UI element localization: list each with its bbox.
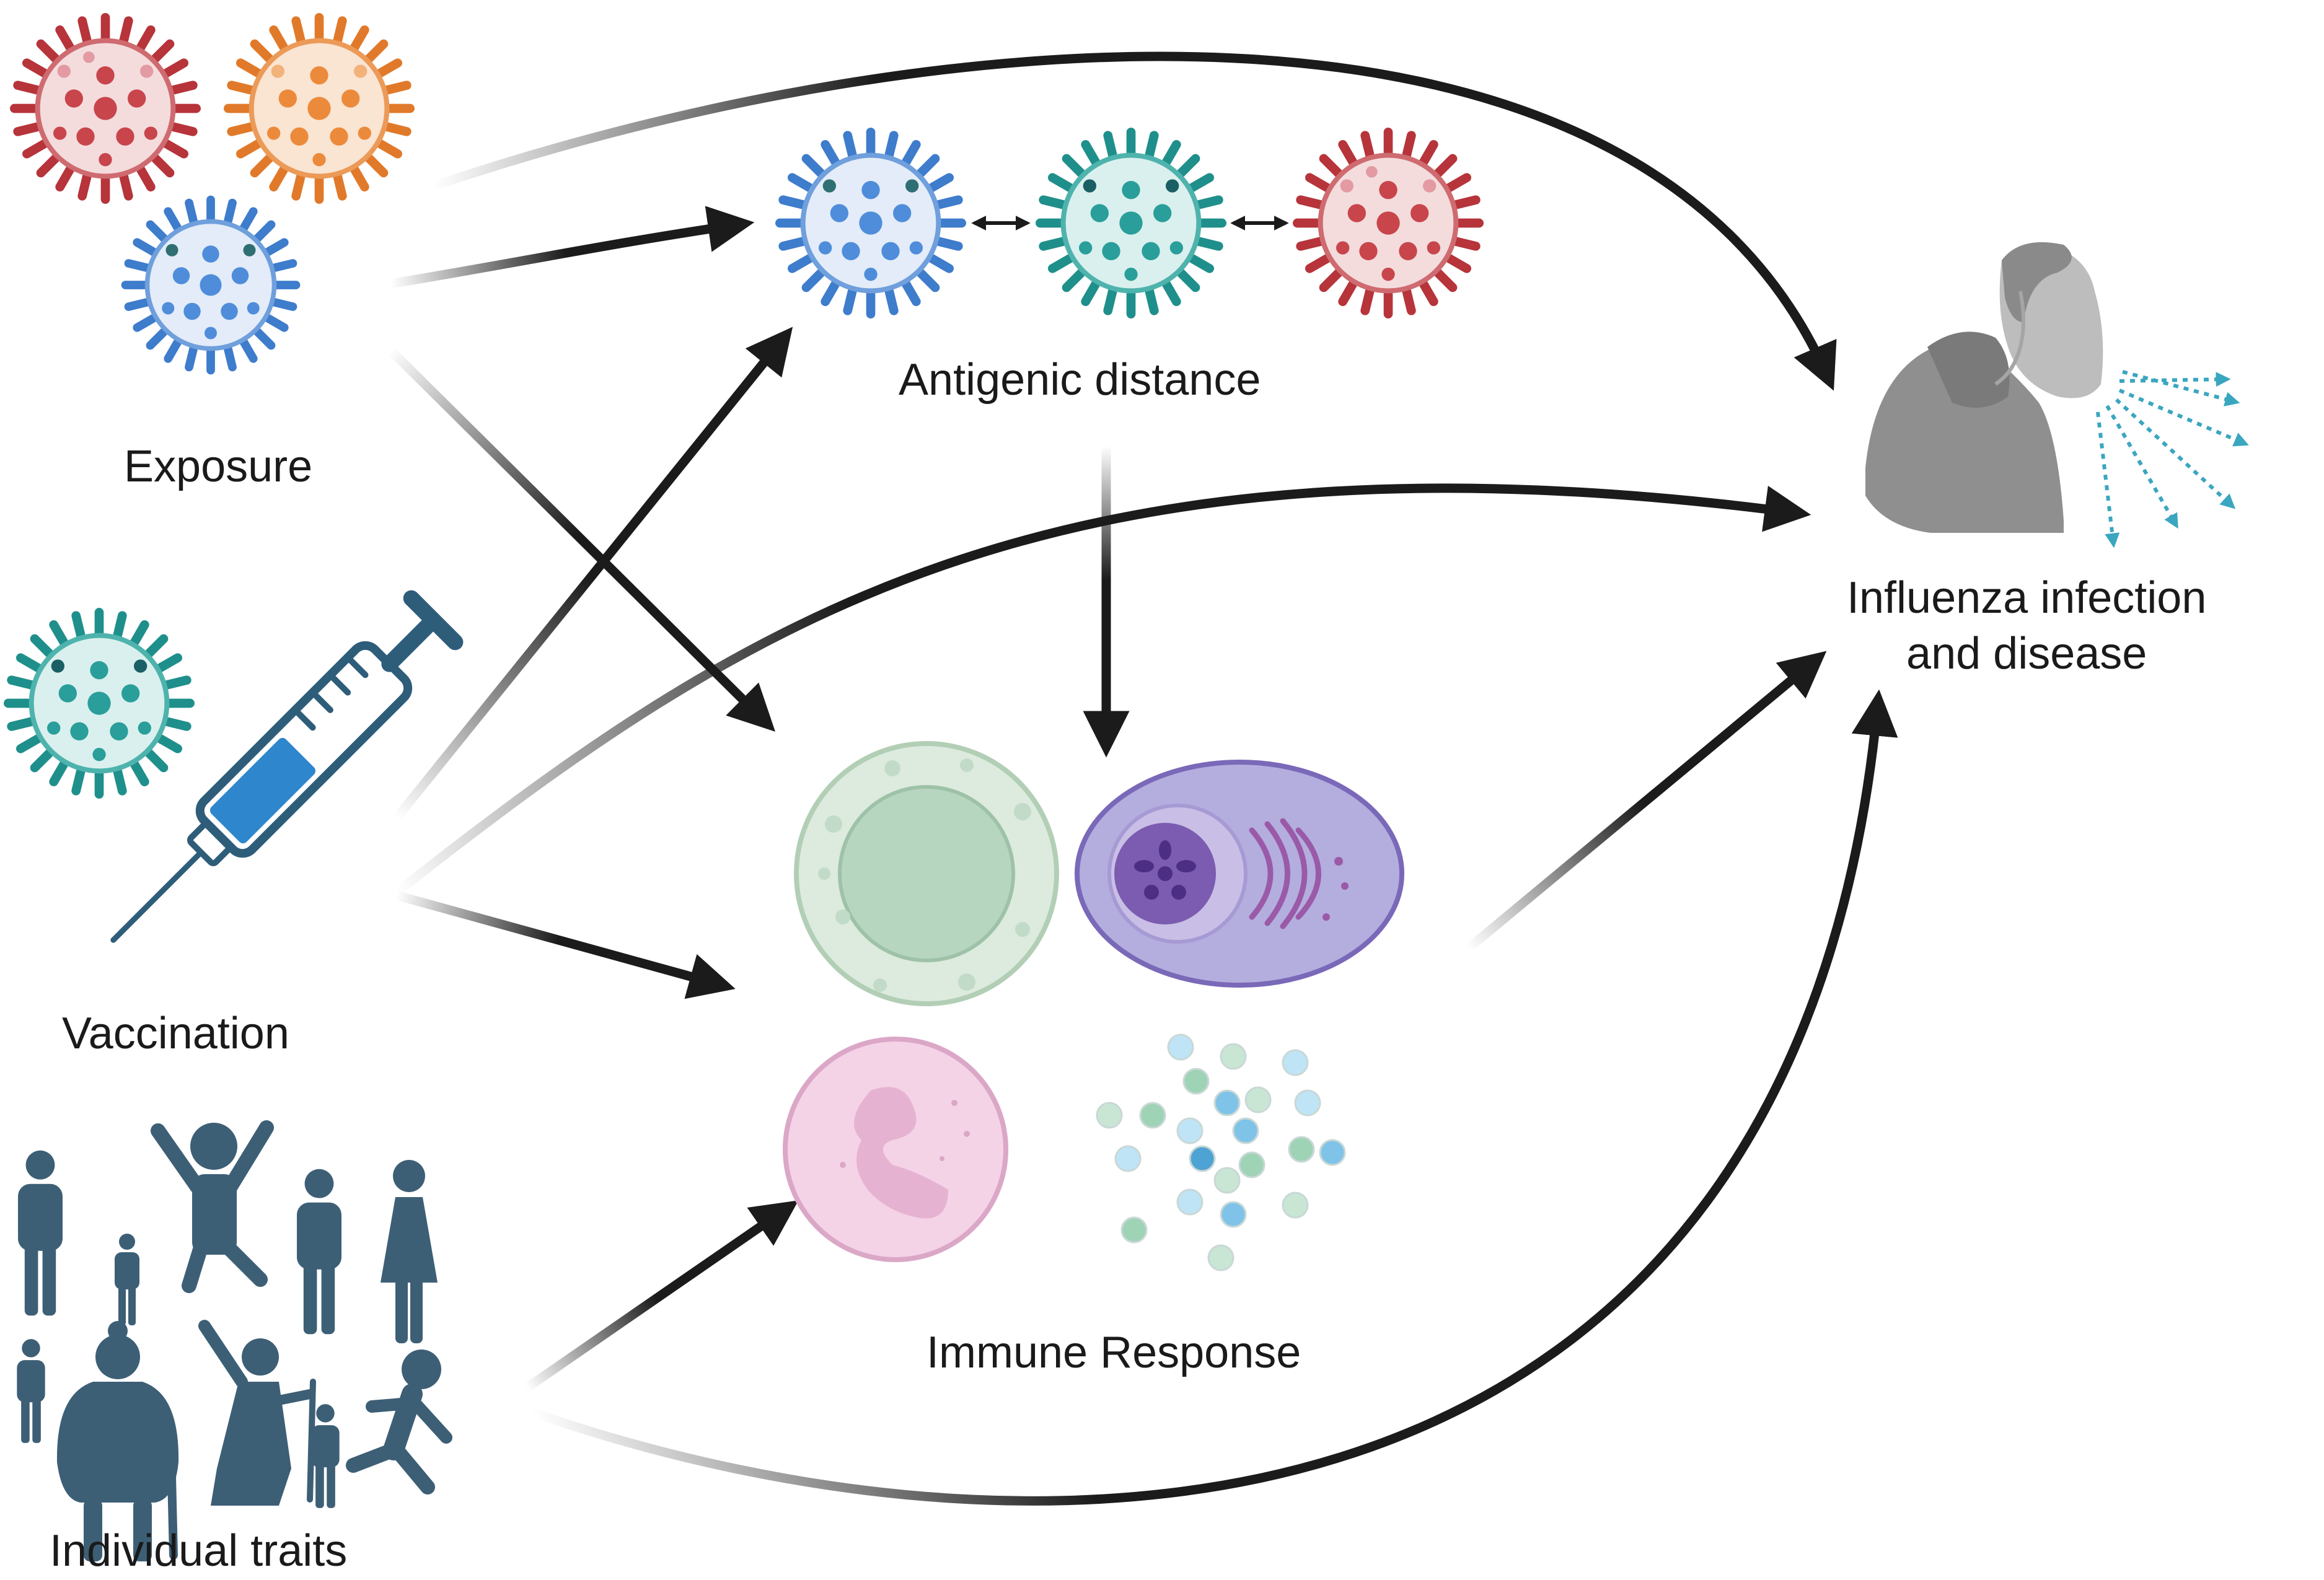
droplet-spray bbox=[2122, 370, 2240, 406]
exposure-label: Exposure bbox=[124, 442, 313, 491]
immune-cell-icon bbox=[1075, 760, 1404, 988]
jumping-person-icon bbox=[151, 1120, 274, 1293]
arrow-vaccination-to-immune-response bbox=[392, 890, 736, 999]
immune-response-label: Immune Response bbox=[927, 1328, 1301, 1377]
antigenic-distance-viruses bbox=[780, 132, 1479, 314]
immune-cell-icon bbox=[783, 1037, 1008, 1262]
arrow-exposure-to-antigenic-distance bbox=[385, 206, 755, 289]
outcome-label: Influenza infection and disease bbox=[1847, 570, 2206, 682]
elderly-woman-icon bbox=[56, 1321, 179, 1561]
individual-traits-label: Individual traits bbox=[50, 1526, 348, 1576]
virus-icon bbox=[1297, 132, 1479, 314]
arrow-exposure-to-immune-response bbox=[385, 345, 775, 732]
coughing-person-icon bbox=[1865, 242, 2249, 548]
virus-icon bbox=[780, 132, 961, 314]
virus-icon bbox=[14, 17, 196, 199]
elderly-dancer-icon bbox=[198, 1320, 316, 1506]
arrow-traits-to-immune-response bbox=[522, 1200, 799, 1393]
virus-icon bbox=[228, 17, 410, 199]
virus-icon bbox=[126, 200, 296, 371]
antibody-particles-icon bbox=[1096, 1034, 1346, 1271]
virus-icon bbox=[1040, 132, 1221, 314]
arrow-traits-to-outcome bbox=[528, 689, 1898, 1506]
antigenic-distance-label: Antigenic distance bbox=[899, 355, 1261, 405]
outcome-label-line2: and disease bbox=[1906, 629, 2147, 678]
arrow-vaccination-to-antigenic-distance bbox=[392, 327, 793, 823]
immune-response-cells bbox=[783, 741, 1404, 1271]
syringe-icon bbox=[110, 590, 464, 943]
droplet-spray bbox=[2105, 405, 2178, 529]
outcome-label-line1: Influenza infection bbox=[1847, 573, 2207, 623]
droplet-spray bbox=[2096, 411, 2120, 548]
running-person-icon bbox=[346, 1350, 452, 1494]
exposure-viruses bbox=[14, 17, 410, 370]
arrow-exposure-to-outcome bbox=[429, 51, 1837, 391]
vaccination-label: Vaccination bbox=[62, 1009, 289, 1058]
droplet-spray bbox=[2115, 398, 2236, 509]
immune-cell-icon bbox=[794, 741, 1059, 1006]
vaccination-group bbox=[8, 590, 464, 943]
arrow-vaccination-to-outcome bbox=[392, 483, 1811, 897]
droplet-spray bbox=[2119, 372, 2231, 387]
virus-icon bbox=[8, 612, 190, 794]
arrow-immune-response-to-outcome bbox=[1464, 651, 1827, 953]
droplet-spray bbox=[2118, 388, 2249, 447]
people-icon bbox=[17, 1120, 452, 1561]
